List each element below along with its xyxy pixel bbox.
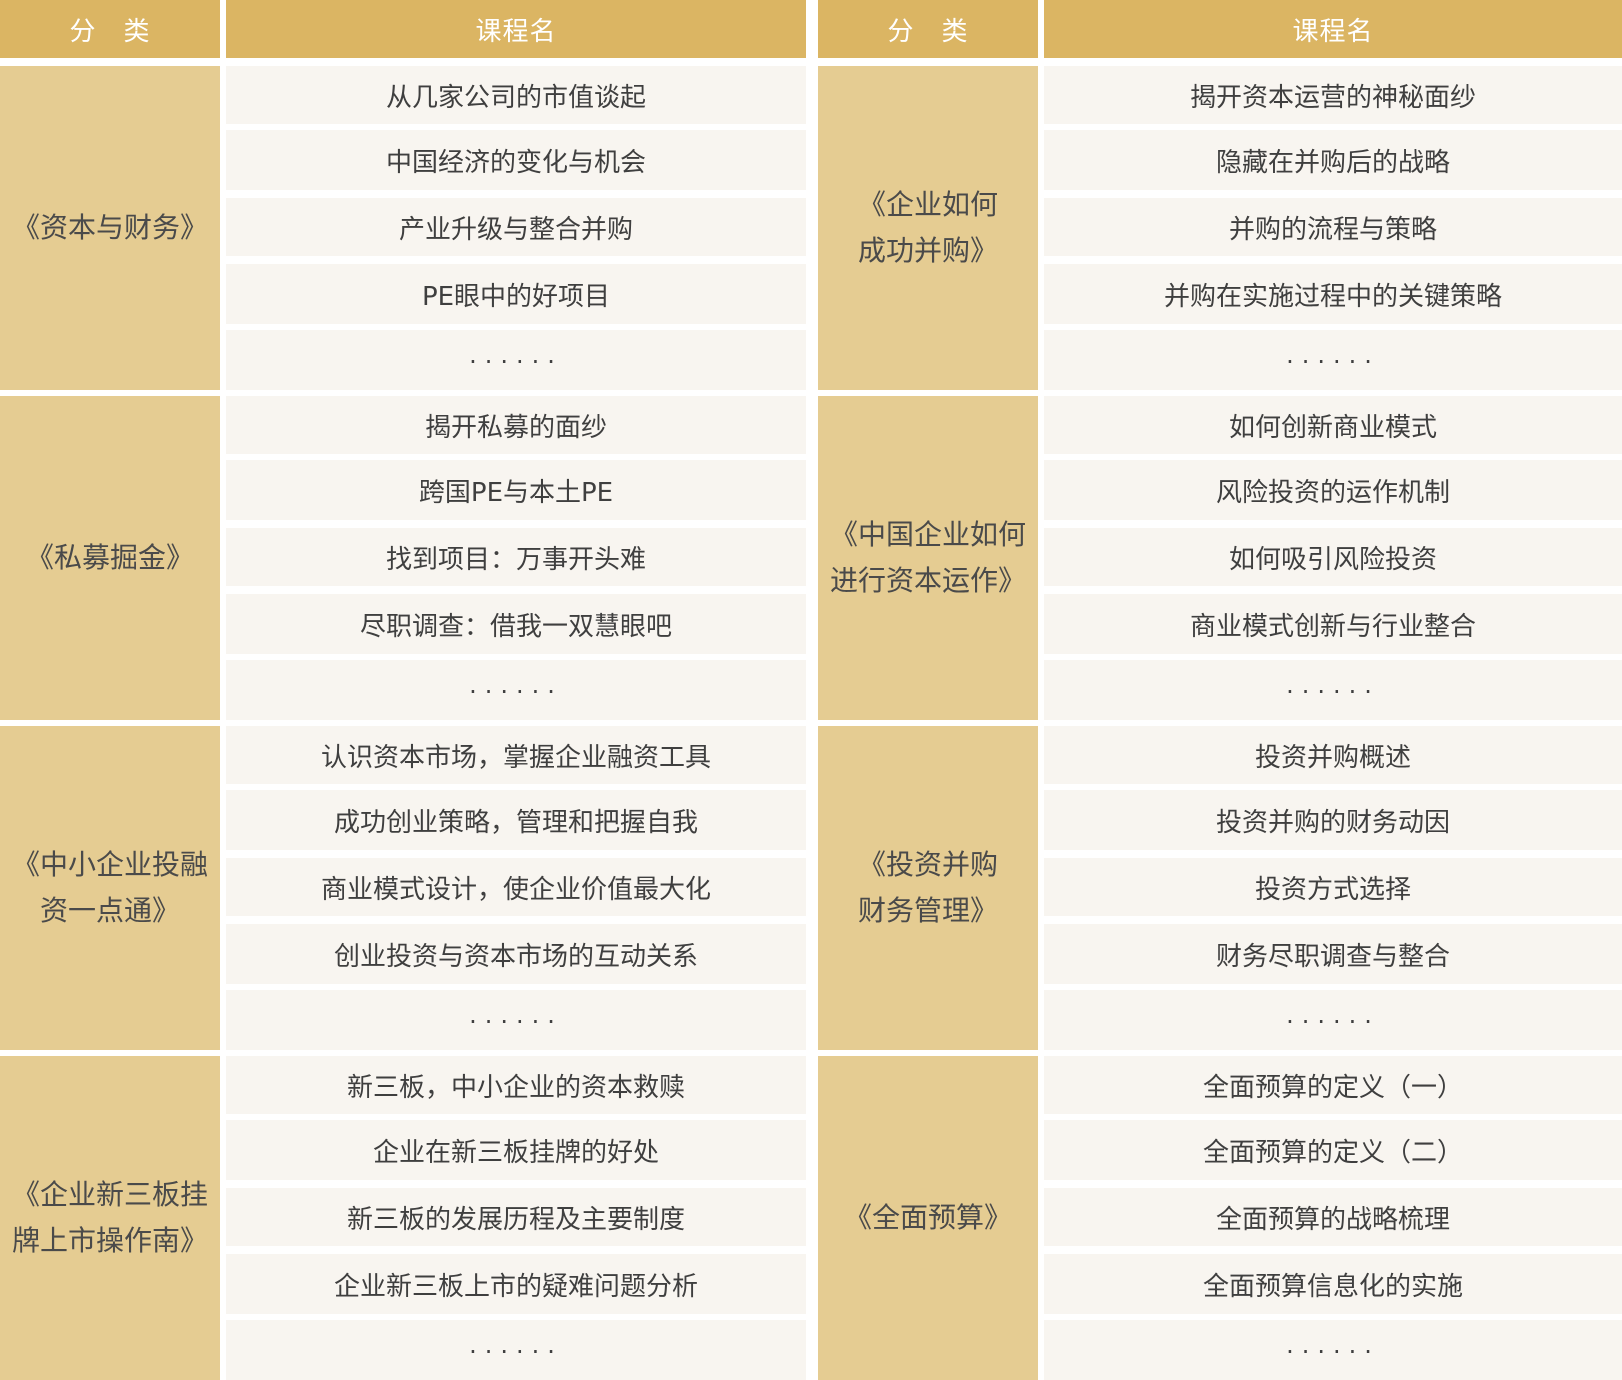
course-cell: 全面预算的定义（二） (1044, 1120, 1622, 1180)
category-line: 进行资本运作》 (829, 564, 1026, 597)
category-line: 《资本与财务》 (11, 211, 208, 244)
course-cell-ellipsis: ······ (226, 330, 806, 390)
category-line: 《全面预算》 (843, 1201, 1012, 1234)
course-cell: 如何吸引风险投资 (1044, 528, 1622, 586)
header-left-category: 分 类 (0, 0, 220, 58)
course-cell: 商业模式创新与行业整合 (1044, 594, 1622, 654)
course-cell-ellipsis: ······ (226, 660, 806, 720)
course-cell-ellipsis: ······ (1044, 660, 1622, 720)
course-cell: 揭开私募的面纱 (226, 396, 806, 454)
header-left-course: 课程名 (226, 0, 806, 58)
category-cell: 《投资并购 财务管理》 (818, 726, 1038, 1050)
course-cell: 如何创新商业模式 (1044, 396, 1622, 454)
course-cell: 创业投资与资本市场的互动关系 (226, 924, 806, 984)
course-cell: 企业新三板上市的疑难问题分析 (226, 1254, 806, 1314)
course-cell: 全面预算的定义（一） (1044, 1056, 1622, 1114)
category-line: 《企业如何 (857, 188, 998, 221)
course-cell: 认识资本市场，掌握企业融资工具 (226, 726, 806, 784)
course-cell: 投资并购的财务动因 (1044, 790, 1622, 850)
category-line: 牌上市操作南》 (11, 1224, 208, 1257)
course-cell: 从几家公司的市值谈起 (226, 66, 806, 124)
category-cell: 《私募掘金》 (0, 396, 220, 720)
course-cell: 隐藏在并购后的战略 (1044, 130, 1622, 190)
category-line: 《投资并购 (857, 848, 998, 881)
course-cell: 产业升级与整合并购 (226, 198, 806, 256)
course-cell: 成功创业策略，管理和把握自我 (226, 790, 806, 850)
course-cell: 风险投资的运作机制 (1044, 460, 1622, 520)
course-cell: 全面预算的战略梳理 (1044, 1188, 1622, 1246)
course-cell: 揭开资本运营的神秘面纱 (1044, 66, 1622, 124)
course-cell: 投资方式选择 (1044, 858, 1622, 916)
category-line: 《中国企业如何 (829, 518, 1026, 551)
category-cell: 《资本与财务》 (0, 66, 220, 390)
category-line: 财务管理》 (857, 894, 998, 927)
course-cell-ellipsis: ······ (1044, 330, 1622, 390)
category-cell: 《全面预算》 (818, 1056, 1038, 1380)
course-cell-ellipsis: ······ (226, 1320, 806, 1380)
course-cell-ellipsis: ······ (1044, 990, 1622, 1050)
course-cell: 企业在新三板挂牌的好处 (226, 1120, 806, 1180)
category-cell: 《企业新三板挂 牌上市操作南》 (0, 1056, 220, 1380)
course-cell: 新三板的发展历程及主要制度 (226, 1188, 806, 1246)
course-cell: 投资并购概述 (1044, 726, 1622, 784)
category-line: 《中小企业投融 (11, 848, 208, 881)
course-cell: 并购在实施过程中的关键策略 (1044, 264, 1622, 324)
course-cell: 中国经济的变化与机会 (226, 130, 806, 190)
category-line: 成功并购》 (857, 234, 998, 267)
course-cell: 新三板，中小企业的资本救赎 (226, 1056, 806, 1114)
course-cell: 财务尽职调查与整合 (1044, 924, 1622, 984)
category-line: 资一点通》 (39, 894, 180, 927)
category-line: 《企业新三板挂 (11, 1178, 208, 1211)
course-cell-ellipsis: ······ (1044, 1320, 1622, 1380)
course-cell: 找到项目：万事开头难 (226, 528, 806, 586)
header-right-course: 课程名 (1044, 0, 1622, 58)
header-right-category: 分 类 (818, 0, 1038, 58)
course-cell: 全面预算信息化的实施 (1044, 1254, 1622, 1314)
course-cell: 尽职调查：借我一双慧眼吧 (226, 594, 806, 654)
category-cell: 《中国企业如何 进行资本运作》 (818, 396, 1038, 720)
category-line: 《私募掘金》 (25, 541, 194, 574)
course-cell-ellipsis: ······ (226, 990, 806, 1050)
course-cell: 商业模式设计，使企业价值最大化 (226, 858, 806, 916)
category-cell: 《中小企业投融 资一点通》 (0, 726, 220, 1050)
course-cell: 跨国PE与本土PE (226, 460, 806, 520)
course-cell: PE眼中的好项目 (226, 264, 806, 324)
category-cell: 《企业如何 成功并购》 (818, 66, 1038, 390)
course-cell: 并购的流程与策略 (1044, 198, 1622, 256)
